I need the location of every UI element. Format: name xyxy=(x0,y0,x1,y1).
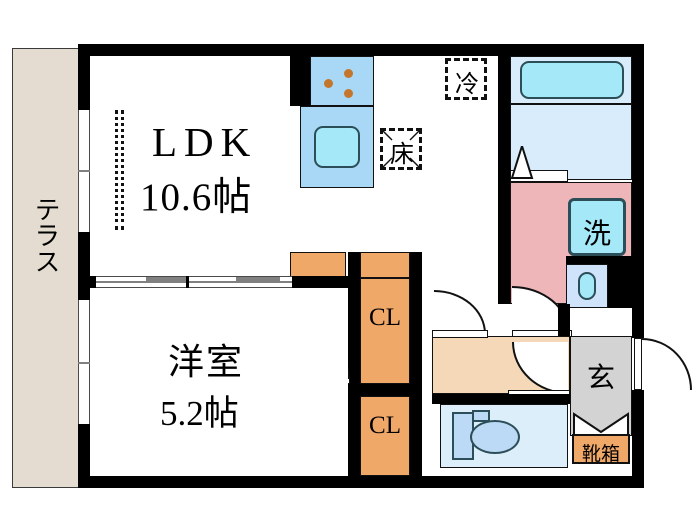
curtain-rail-indicator xyxy=(115,110,124,230)
stove-burner-2 xyxy=(344,69,353,78)
wall-closet-left xyxy=(348,252,360,488)
window-mullion-1 xyxy=(78,170,90,172)
floor-storage-diagonals xyxy=(380,128,422,170)
ldk-room-label: LDK xyxy=(152,119,258,165)
bathtub xyxy=(520,61,624,99)
closet-upper-label: CL xyxy=(369,304,401,331)
shoe-cabinet xyxy=(572,434,630,464)
floor-storage-marker xyxy=(380,128,422,170)
entry-folding-door-icon[interactable] xyxy=(572,412,630,434)
toilet-door-leaf[interactable] xyxy=(432,330,488,338)
partition-mullion xyxy=(186,276,189,288)
entry-door-swing[interactable] xyxy=(642,338,692,390)
wall-partition-left-stub xyxy=(78,276,98,288)
washing-machine-pan xyxy=(568,198,626,256)
lavatory-basin xyxy=(578,272,596,300)
closet-top-band-right xyxy=(360,252,410,278)
refrigerator-label: 冷 xyxy=(455,70,479,98)
floor-storage-label: 床 xyxy=(390,140,414,168)
terrace-label: テラス xyxy=(30,196,60,274)
wall-lavatory-right xyxy=(608,264,632,308)
wall-bath-left xyxy=(498,44,510,304)
kitchen-stove-counter xyxy=(310,56,374,106)
terrace-area xyxy=(12,48,80,488)
kitchen-sink-basin xyxy=(314,126,360,168)
wall-exterior-right-a xyxy=(632,44,644,338)
wall-closet-mid xyxy=(348,384,422,396)
wall-exterior-top xyxy=(78,44,644,56)
bedroom-room-label: 洋室 xyxy=(168,342,245,382)
shoe-cabinet-label: 靴箱 xyxy=(581,443,620,465)
closet-lower xyxy=(360,396,410,476)
entry-door-leaf[interactable] xyxy=(634,338,642,390)
stove-burner-1 xyxy=(324,79,333,88)
stove-burner-3 xyxy=(344,89,353,98)
wall-exterior-bottom xyxy=(78,476,644,488)
washing-machine-label: 洗 xyxy=(582,217,611,250)
wall-exterior-left-c xyxy=(78,424,90,488)
wall-exterior-left-b xyxy=(78,232,90,300)
refrigerator-marker xyxy=(445,58,487,100)
wall-closet-right xyxy=(410,252,422,488)
wall-exterior-left-a xyxy=(78,44,90,110)
closet-upper xyxy=(360,278,410,384)
toilet-door-swing[interactable] xyxy=(434,290,486,334)
toilet-tank-lid xyxy=(472,410,490,422)
partition-track-line xyxy=(96,281,292,283)
wall-exterior-right-b xyxy=(632,390,644,488)
ldk-area-label: 10.6帖 xyxy=(140,176,253,219)
wall-kitchen-stub xyxy=(290,56,310,106)
closet-lower-label: CL xyxy=(369,412,401,439)
bedroom-area-label: 5.2帖 xyxy=(160,394,239,433)
wall-lavatory-top xyxy=(566,256,632,264)
partition-panel-2 xyxy=(236,277,280,281)
wall-partition-right-stub xyxy=(292,276,348,288)
entry-label: 玄 xyxy=(586,361,615,394)
partition-panel-1 xyxy=(146,277,186,281)
window-mullion-2 xyxy=(78,362,90,364)
bath-door-swing-icon xyxy=(510,146,534,179)
wall-toilet-top xyxy=(432,394,570,404)
toilet-bowl xyxy=(470,420,520,454)
closet-top-band-left xyxy=(290,252,346,278)
bathroom-floor xyxy=(510,104,632,180)
bedroom-room xyxy=(90,288,348,476)
